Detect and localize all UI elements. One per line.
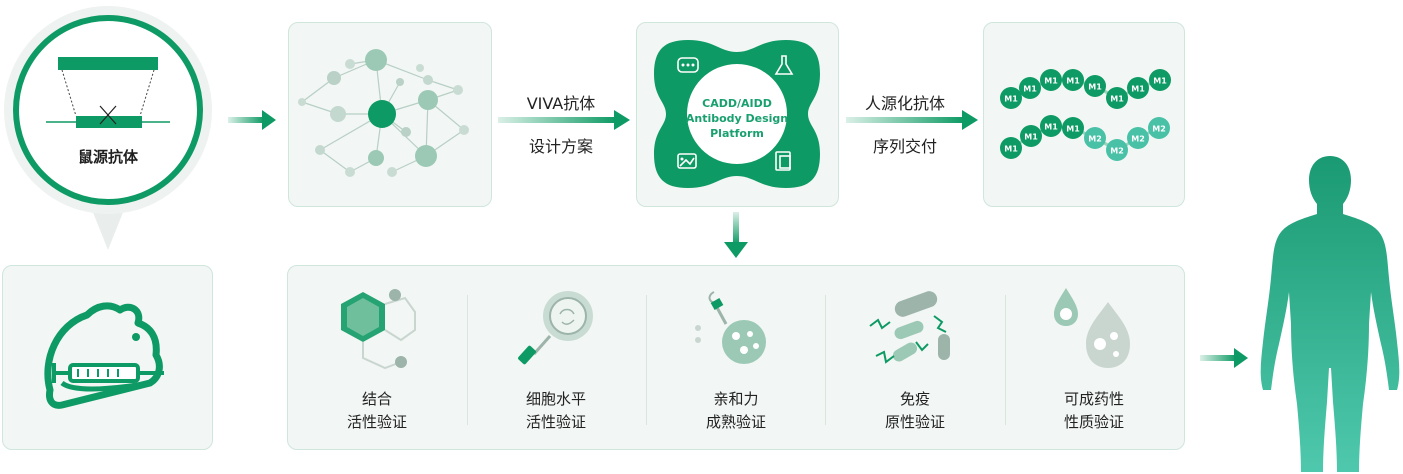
mouse-syringe-icon [44, 302, 164, 409]
chain1-bead-1 [1019, 77, 1041, 99]
chain2-bead-label-3: M1 [1066, 125, 1080, 134]
humanized-label-line2: 序列交付 [872, 137, 937, 156]
hexagon-binding-icon [341, 289, 416, 370]
arrow-right-2 [498, 110, 630, 130]
sequence-card [983, 22, 1185, 207]
platform-line2: Antibody Design [685, 112, 789, 125]
chain1-bead-2 [1040, 69, 1062, 91]
validation-2-line1: 亲和力 [713, 390, 759, 408]
chain1-bead-label-6: M1 [1131, 85, 1145, 94]
magnifier-cell-icon [518, 291, 593, 365]
chain1-bead-label-1: M1 [1023, 85, 1037, 94]
platform-line3: Platform [710, 127, 764, 140]
arrow-down [724, 212, 748, 258]
divider-3 [825, 295, 826, 425]
chain1-bead-6 [1127, 77, 1149, 99]
arrow-right-1 [228, 110, 276, 130]
chain1-bead-label-4: M1 [1088, 83, 1102, 92]
chain1-bead-0 [1000, 87, 1022, 109]
viva-label-line2: 设计方案 [528, 137, 593, 156]
chain2-bead-label-5: M2 [1110, 147, 1124, 156]
validation-3-line1: 免疫 [899, 390, 930, 408]
chain1-bead-label-3: M1 [1066, 77, 1080, 86]
chain2-bead-3 [1062, 117, 1084, 139]
platform-emblem [654, 40, 820, 188]
divider-4 [1005, 295, 1006, 425]
chain1-bead-3 [1062, 69, 1084, 91]
chain1-bead-4 [1084, 75, 1106, 97]
validation-3-line2: 原性验证 [884, 413, 945, 431]
mouse-antibody-bubble [4, 6, 212, 250]
mouse-injection-card [2, 265, 213, 450]
drop-druggability-icon [1054, 288, 1130, 368]
chain2-bead-label-7: M2 [1152, 125, 1166, 134]
chain2-bead-6 [1127, 127, 1149, 149]
chain1-bead-label-7: M1 [1153, 77, 1167, 86]
arrow-right-4 [1200, 348, 1248, 368]
chain1-bead-5 [1106, 87, 1128, 109]
platform-line1: CADD/AIDD [702, 97, 772, 110]
divider-1 [467, 295, 468, 425]
immune-bacteria-icon [869, 291, 950, 364]
dish-affinity-icon [695, 291, 766, 364]
chain2-bead-5 [1106, 139, 1128, 161]
chain2-bead-label-2: M1 [1044, 123, 1058, 132]
validation-0-line2: 活性验证 [346, 413, 407, 431]
chain1-bead-label-2: M1 [1044, 77, 1058, 86]
chain1-bead-label-5: M1 [1110, 95, 1124, 104]
validation-1-line2: 活性验证 [525, 413, 586, 431]
chain2-bead-0 [1000, 137, 1022, 159]
validation-1-line1: 细胞水平 [525, 390, 586, 408]
viva-label-line1: VIVA抗体 [526, 94, 596, 113]
chain2-bead-label-6: M2 [1131, 135, 1145, 144]
molecule-network-icon [298, 49, 469, 177]
chain2-bead-2 [1040, 115, 1062, 137]
validation-4-line2: 性质验证 [1063, 413, 1124, 431]
human-silhouette [1260, 156, 1400, 472]
chain2-bead-label-1: M1 [1024, 133, 1038, 142]
chain2-bead-label-4: M2 [1088, 135, 1102, 144]
humanized-label-line1: 人源化抗体 [864, 94, 945, 113]
arrow-right-3 [846, 110, 978, 130]
chain1-bead-7 [1149, 69, 1171, 91]
validation-0-line1: 结合 [361, 390, 392, 408]
validation-2-line2: 成熟验证 [705, 413, 766, 431]
chain2-bead-1 [1020, 125, 1042, 147]
chain1-bead-label-0: M1 [1004, 95, 1018, 104]
mouse-antibody-label: 鼠源抗体 [77, 148, 138, 166]
validation-4-line1: 可成药性 [1063, 390, 1124, 408]
chain2-bead-label-0: M1 [1004, 145, 1018, 154]
divider-2 [646, 295, 647, 425]
chain2-bead-7 [1148, 117, 1170, 139]
chain2-bead-4 [1084, 127, 1106, 149]
